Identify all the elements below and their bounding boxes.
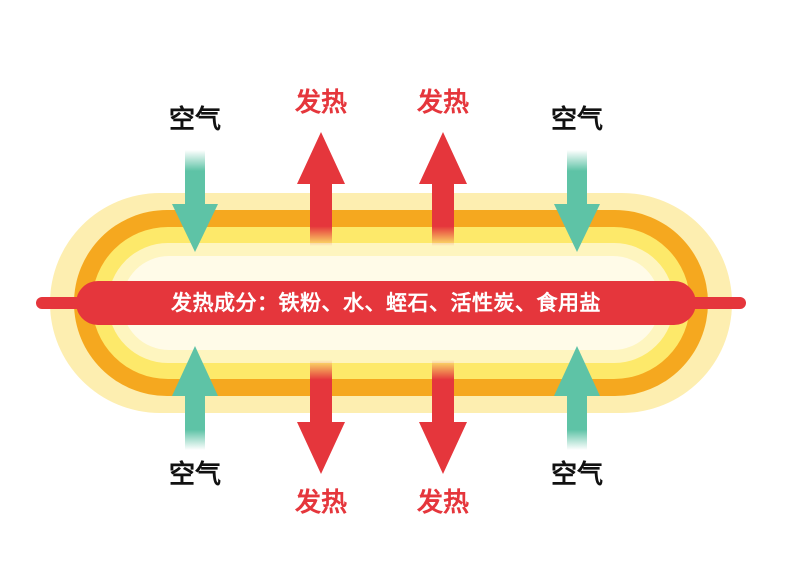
air-arrow-down-left xyxy=(172,150,218,252)
heat-arrow-up-right xyxy=(419,132,467,246)
air-label-bottom-right: 空气 xyxy=(550,460,603,490)
air-arrow-up-right xyxy=(554,346,600,450)
heat-arrow-up-left xyxy=(297,132,345,246)
heat-label-top-right: 发热 xyxy=(416,88,469,118)
air-label-top-left: 空气 xyxy=(168,105,221,135)
heat-label-bottom-left: 发热 xyxy=(294,488,347,518)
right-rod xyxy=(686,297,746,309)
ingredients-text: 发热成分：铁粉、水、蛭石、活性炭、食用盐 xyxy=(171,291,601,315)
heat-label-bottom-right: 发热 xyxy=(416,488,469,518)
air-arrow-up-left xyxy=(172,346,218,450)
heat-label-top-left: 发热 xyxy=(294,88,347,118)
air-arrow-down-right xyxy=(554,150,600,252)
heat-arrow-down-left xyxy=(297,360,345,474)
ingredient-bar xyxy=(76,281,696,325)
heat-arrow-down-right xyxy=(419,360,467,474)
air-label-bottom-left: 空气 xyxy=(168,460,221,490)
air-label-top-right: 空气 xyxy=(550,105,603,135)
